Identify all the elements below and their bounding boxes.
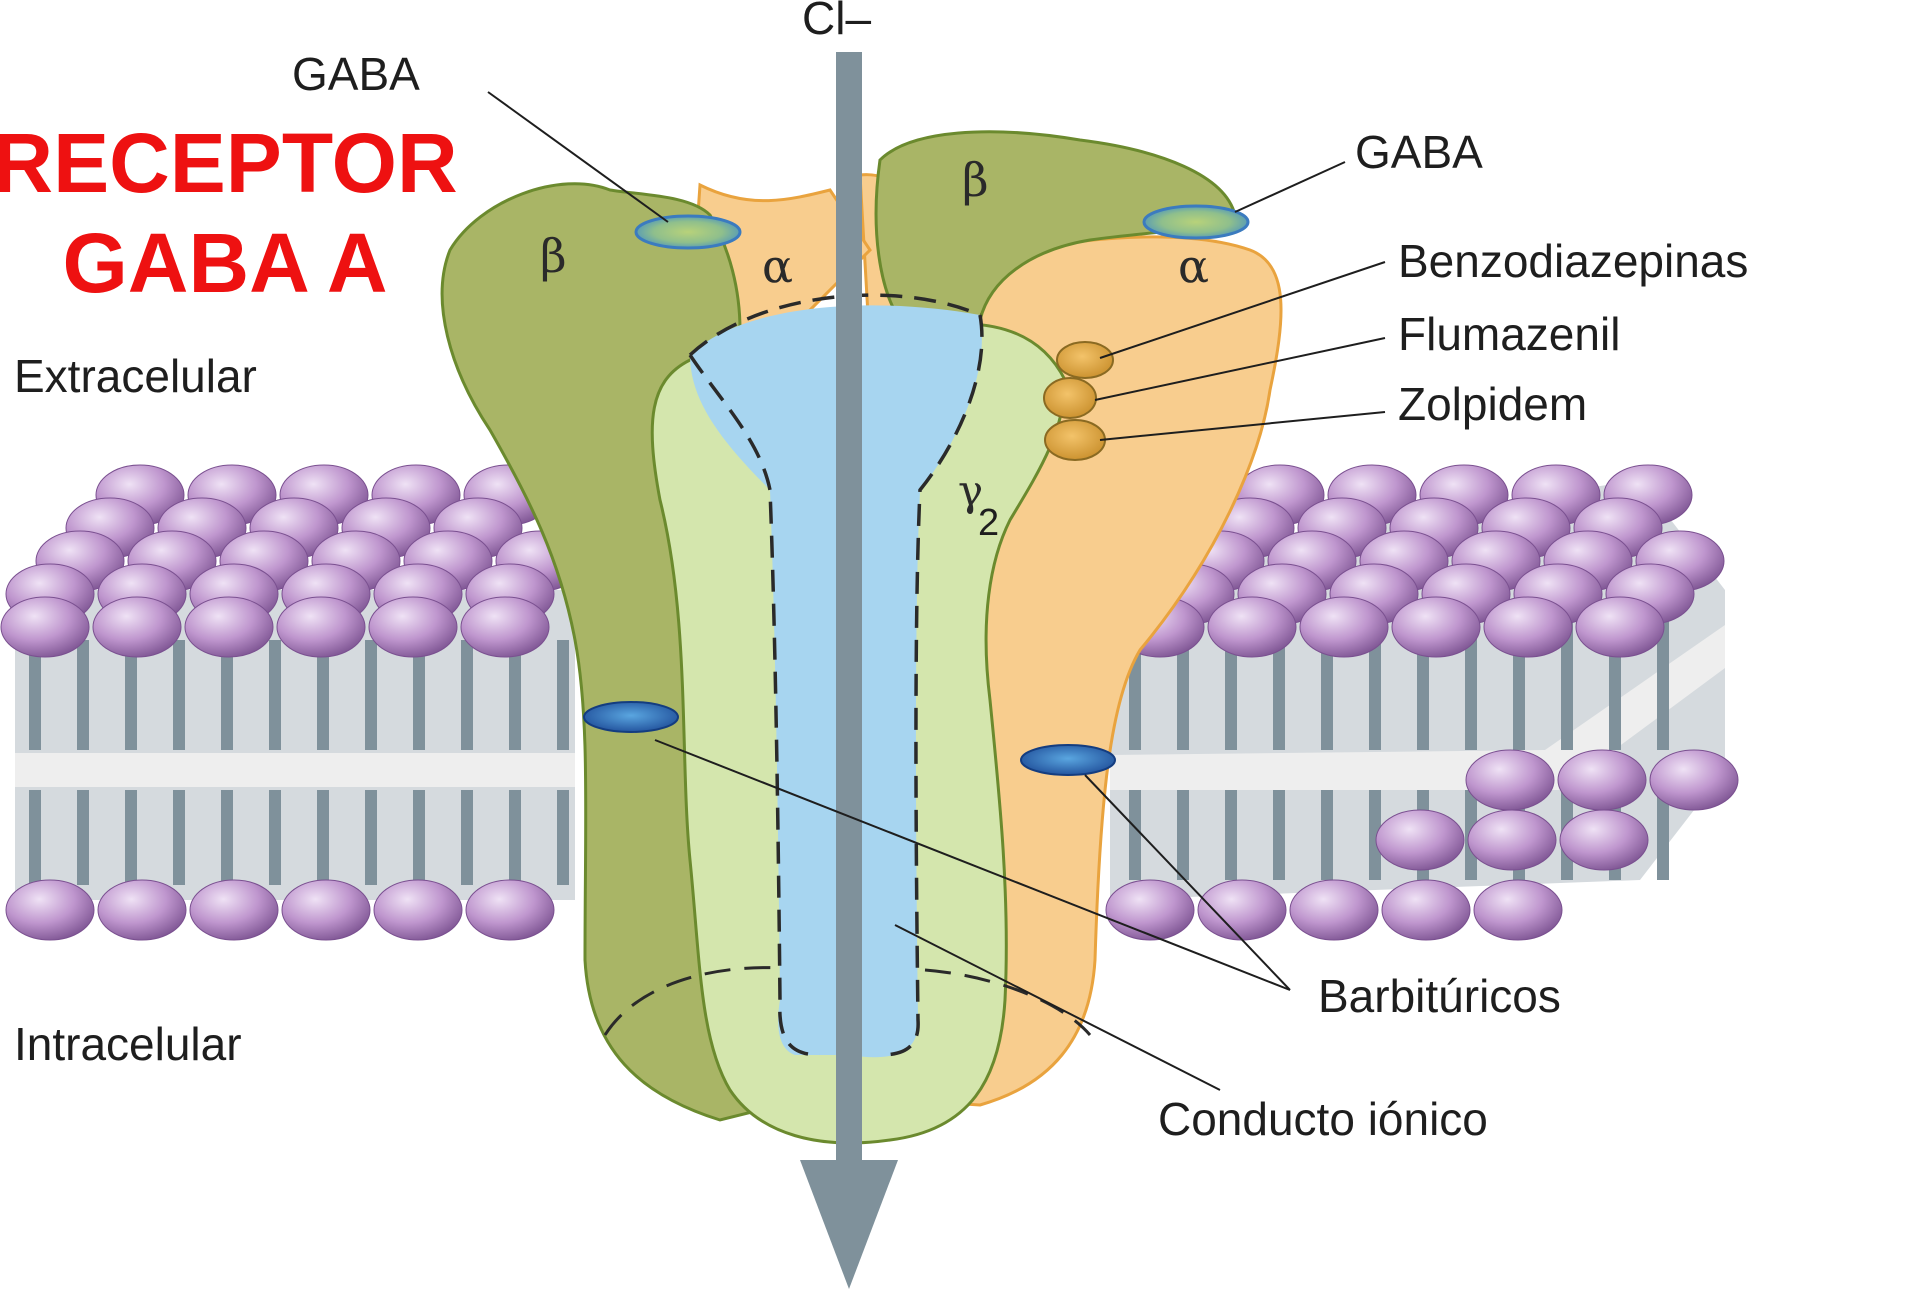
label-conducto-ionico: Conducto iónico <box>1158 1093 1488 1145</box>
beta-label-left: β <box>540 229 567 283</box>
lipid-tail <box>317 790 329 885</box>
barbiturate-site-left <box>584 702 678 732</box>
membrane-center-band-left <box>15 753 575 787</box>
lipid-tail <box>125 790 137 885</box>
lipid-tail <box>1321 790 1333 880</box>
label-benzodiazepinas: Benzodiazepinas <box>1398 235 1748 287</box>
lipid-tail <box>173 790 185 885</box>
benzodiazepine-site <box>1057 342 1113 378</box>
lipid-head <box>1300 597 1388 657</box>
lipid-tail <box>29 790 41 885</box>
lipid-tail <box>173 640 185 750</box>
gamma-subscript: 2 <box>978 502 999 544</box>
lipid-head <box>277 597 365 657</box>
title-line1: RECEPTOR <box>0 116 458 210</box>
lipid-tail <box>221 790 233 885</box>
lipid-head <box>1198 880 1286 940</box>
lipid-head <box>93 597 181 657</box>
lipid-head <box>1560 810 1648 870</box>
label-gaba-right: GABA <box>1355 126 1483 178</box>
lipid-head <box>466 880 554 940</box>
label-zolpidem: Zolpidem <box>1398 378 1587 430</box>
zolpidem-site <box>1045 420 1105 460</box>
lipid-tail <box>77 640 89 750</box>
lipid-head <box>1 597 89 657</box>
lipid-head <box>6 880 94 940</box>
arrow-shaft <box>836 52 862 1162</box>
leader-gaba-right <box>1235 162 1345 212</box>
gaba-site-right <box>1144 206 1248 238</box>
lipid-head <box>1650 750 1738 810</box>
lipid-tail <box>365 640 377 750</box>
lipid-tail <box>269 790 281 885</box>
label-flumazenil: Flumazenil <box>1398 308 1620 360</box>
lipid-head <box>1484 597 1572 657</box>
title-line2: GABA A <box>62 216 387 310</box>
lipid-head <box>374 880 462 940</box>
lipid-head <box>98 880 186 940</box>
lipid-head <box>1474 880 1562 940</box>
label-gaba-left: GABA <box>292 48 420 100</box>
label-barbituricos: Barbitúricos <box>1318 970 1561 1022</box>
alpha-label-left: α <box>762 239 793 293</box>
flumazenil-site <box>1044 378 1096 418</box>
lipid-tail <box>413 790 425 885</box>
lipid-tail <box>461 640 473 750</box>
lipid-tail <box>461 790 473 885</box>
gaba-site-left <box>636 216 740 248</box>
lipid-tail <box>269 640 281 750</box>
label-extracelular: Extracelular <box>14 350 257 402</box>
beta-label-right: β <box>962 153 989 207</box>
lipid-head <box>1468 810 1556 870</box>
label-intracelular: Intracelular <box>14 1018 242 1070</box>
lipid-tail <box>557 640 569 750</box>
lipid-head <box>1106 880 1194 940</box>
lipid-head <box>1208 597 1296 657</box>
barbiturate-site-right <box>1021 745 1115 775</box>
lipid-head <box>1382 880 1470 940</box>
lipid-tail <box>1273 790 1285 880</box>
ion-label: Cl– <box>802 0 871 44</box>
lipid-tail <box>557 790 569 885</box>
alpha-label-right: α <box>1178 239 1209 293</box>
lipid-tail <box>509 790 521 885</box>
lipid-head <box>1376 810 1464 870</box>
lipid-head <box>1558 750 1646 810</box>
lipid-tail <box>1129 790 1141 880</box>
lipid-head <box>369 597 457 657</box>
lipid-tail <box>1225 790 1237 880</box>
lipid-head <box>185 597 273 657</box>
lipid-tail <box>1177 790 1189 880</box>
lipid-head <box>1576 597 1664 657</box>
lipid-tail <box>77 790 89 885</box>
lipid-head <box>1466 750 1554 810</box>
lipid-tail <box>365 790 377 885</box>
lipid-head <box>1290 880 1378 940</box>
lipid-head <box>1392 597 1480 657</box>
lipid-head <box>282 880 370 940</box>
arrow-head <box>800 1160 898 1289</box>
lipid-head <box>461 597 549 657</box>
lipid-head <box>190 880 278 940</box>
